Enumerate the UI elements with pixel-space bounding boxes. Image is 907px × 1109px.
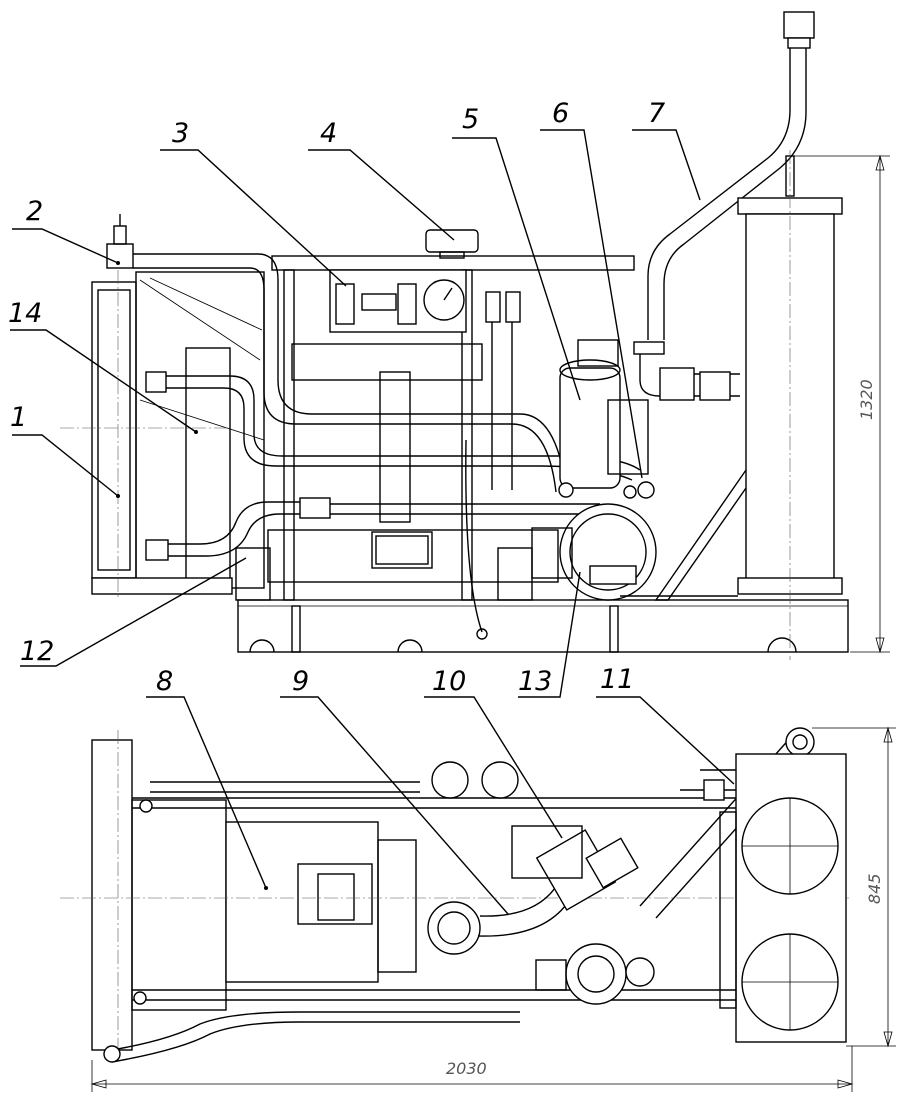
base-frame [237,599,849,653]
callout-7: 7 [648,98,665,129]
callout-4: 4 [320,118,337,149]
callout-5: 5 [462,104,479,135]
motor-top [565,943,627,1005]
callout-3: 3 [172,118,189,149]
radiator [91,281,137,579]
generator [225,821,379,983]
top-view [60,726,896,1092]
flex-hose [647,40,791,340]
callout-6: 6 [552,98,569,129]
callout-8: 8 [156,666,173,697]
callout-9: 9 [292,666,309,697]
electric-motor [559,503,657,601]
callout-12: 12 [20,636,54,667]
compressor [559,367,621,489]
callout-2: 2 [26,196,43,227]
valve-fitting [637,481,655,499]
dimension-length: 2030 [446,1059,487,1078]
dimension-height: 1320 [857,379,876,420]
callout-14: 14 [8,298,42,329]
callout-10: 10 [432,666,466,697]
side-view [60,11,890,660]
callout-13: 13 [518,666,552,697]
radiator-top [91,739,133,1051]
leader-lines [10,129,735,915]
fill-cap [425,229,479,253]
callout-11: 11 [600,664,634,695]
callout-1: 1 [10,402,27,433]
pulley [427,901,481,955]
dimension-width: 845 [865,873,884,904]
filler-neck [106,243,134,269]
tank-top [735,753,847,1043]
